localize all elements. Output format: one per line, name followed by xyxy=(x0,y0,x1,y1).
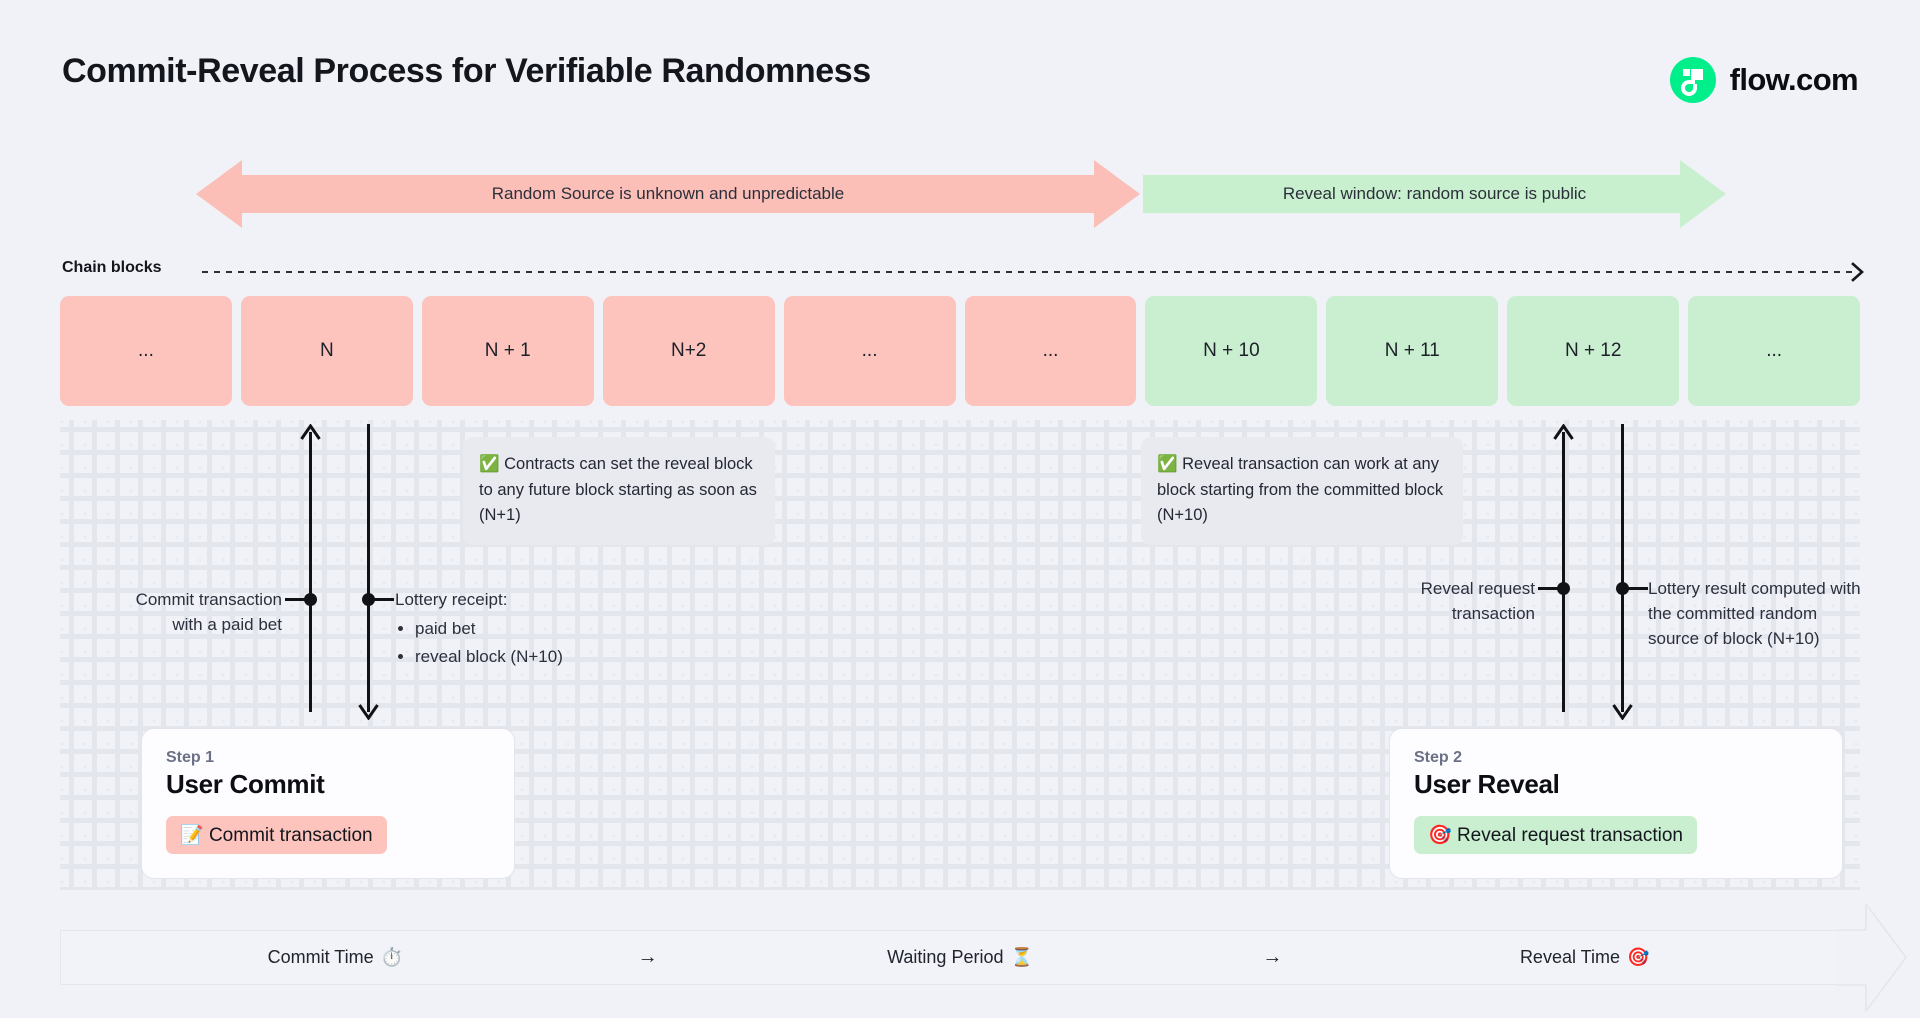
reveal-request-chip-label: Reveal request transaction xyxy=(1456,825,1683,846)
reveal-connector-dot xyxy=(1557,582,1570,595)
chain-block: N+2 xyxy=(602,296,775,406)
page-title: Commit-Reveal Process for Verifiable Ran… xyxy=(62,52,871,90)
chain-block: N + 10 xyxy=(1145,296,1318,406)
receipt-connector-arrow-down-icon xyxy=(357,702,379,721)
callout-contracts-text: Contracts can set the reveal block to an… xyxy=(479,455,757,525)
flow-logo: flow.com xyxy=(1669,57,1859,103)
target-icon: 🎯 xyxy=(1428,824,1452,846)
chain-axis-line xyxy=(202,271,1858,273)
lottery-receipt-list: paid bet reveal block (N+10) xyxy=(395,617,685,670)
commit-connector-arrow-up-icon xyxy=(299,423,321,440)
chain-block: N + 12 xyxy=(1507,296,1680,406)
check-icon: ✅ xyxy=(479,454,500,473)
reveal-request-line1: Reveal request xyxy=(1420,579,1535,598)
commit-connector-tick xyxy=(285,598,311,601)
step-2-label: Step 2 xyxy=(1414,749,1463,766)
commit-connector-dot xyxy=(304,593,317,606)
callout-reveal-note: ✅ Reveal transaction can work at any blo… xyxy=(1141,437,1463,545)
memo-icon: 📝 xyxy=(180,824,204,846)
step-2-title: User Reveal xyxy=(1414,769,1560,799)
reveal-request-label: Reveal request transaction xyxy=(1320,577,1535,627)
chain-block: ... xyxy=(60,296,232,406)
flow-wordmark: flow.com xyxy=(1729,62,1859,97)
commit-transaction-label: Commit transaction with a paid bet xyxy=(60,588,282,638)
phase-commit-time: Commit Time ⏱️ xyxy=(61,947,610,968)
reveal-connector-tick xyxy=(1538,587,1564,590)
banner-unknown-label: Random Source is unknown and unpredictab… xyxy=(491,184,845,203)
reveal-request-chip[interactable]: 🎯 Reveal request transaction xyxy=(1414,816,1697,854)
chain-blocks-label: Chain blocks xyxy=(62,259,162,276)
step-1-title: User Commit xyxy=(166,769,325,799)
target-icon: 🎯 xyxy=(1626,947,1650,968)
step-card-user-commit[interactable]: Step 1 User Commit 📝 Commit transaction xyxy=(141,728,515,879)
chain-block: ... xyxy=(783,296,956,406)
step-1-label: Step 1 xyxy=(166,749,215,766)
callout-reveal-text: Reveal transaction can work at any block… xyxy=(1157,455,1444,525)
reveal-connector-line xyxy=(1562,432,1565,712)
commit-transaction-line1: Commit transaction xyxy=(135,590,282,609)
commit-transaction-line2: with a paid bet xyxy=(172,614,282,634)
hourglass-icon: ⏳ xyxy=(1010,947,1033,968)
chain-blocks-row: ... N N + 1 N+2 ... ... N + 10 N + 11 N … xyxy=(60,296,1861,406)
commit-connector-line xyxy=(309,432,312,712)
phase-reveal-time: Reveal Time 🎯 xyxy=(1310,947,1859,968)
result-connector-arrow-down-icon xyxy=(1611,702,1633,721)
banner-reveal-label: Reveal window: random source is public xyxy=(1282,184,1587,203)
chain-block: N + 1 xyxy=(421,296,594,406)
phase-arrow-icon: → xyxy=(637,946,658,968)
flow-mark-icon xyxy=(1669,57,1716,103)
banner-unknown-window: Random Source is unknown and unpredictab… xyxy=(196,160,1140,228)
list-item: reveal block (N+10) xyxy=(415,645,685,670)
receipt-connector-line xyxy=(367,424,370,712)
callout-contracts-note: ✅ Contracts can set the reveal block to … xyxy=(463,437,775,545)
commit-transaction-chip[interactable]: 📝 Commit transaction xyxy=(166,816,387,854)
result-connector-line xyxy=(1621,424,1624,712)
phase-waiting-period: Waiting Period ⏳ xyxy=(686,947,1235,968)
list-item: paid bet xyxy=(415,617,685,642)
chain-block: N xyxy=(240,296,413,406)
phase-commit-time-label: Commit Time xyxy=(267,947,374,967)
result-connector-tick xyxy=(1622,587,1648,590)
banner-reveal-window: Reveal window: random source is public xyxy=(1143,160,1726,228)
phase-reveal-time-label: Reveal Time xyxy=(1519,947,1620,967)
result-connector-dot xyxy=(1616,582,1629,595)
phase-timeline-arrowhead-icon xyxy=(1836,902,1910,1013)
chain-block: N + 11 xyxy=(1326,296,1499,406)
commit-transaction-chip-label: Commit transaction xyxy=(208,825,373,846)
chain-block: ... xyxy=(964,296,1137,406)
reveal-request-line2: transaction xyxy=(1451,603,1535,623)
step-card-user-reveal[interactable]: Step 2 User Reveal 🎯 Reveal request tran… xyxy=(1389,728,1843,879)
chain-axis-arrow-icon xyxy=(1850,261,1866,283)
chain-block: ... xyxy=(1688,296,1861,406)
stopwatch-icon: ⏱️ xyxy=(380,947,404,968)
lottery-receipt-label: Lottery receipt: paid bet reveal block (… xyxy=(395,588,685,672)
phase-waiting-period-label: Waiting Period xyxy=(887,947,1004,967)
receipt-connector-tick xyxy=(368,598,394,601)
phase-arrow-icon: → xyxy=(1262,946,1283,968)
phase-timeline: Commit Time ⏱️ → Waiting Period ⏳ → Reve… xyxy=(60,930,1860,985)
lottery-result-text: Lottery result computed with the committ… xyxy=(1648,579,1861,648)
check-icon: ✅ xyxy=(1157,454,1178,473)
lottery-receipt-title: Lottery receipt: xyxy=(395,590,508,609)
lottery-result-label: Lottery result computed with the committ… xyxy=(1648,577,1864,651)
reveal-connector-arrow-up-icon xyxy=(1552,423,1574,440)
receipt-connector-dot xyxy=(362,593,375,606)
